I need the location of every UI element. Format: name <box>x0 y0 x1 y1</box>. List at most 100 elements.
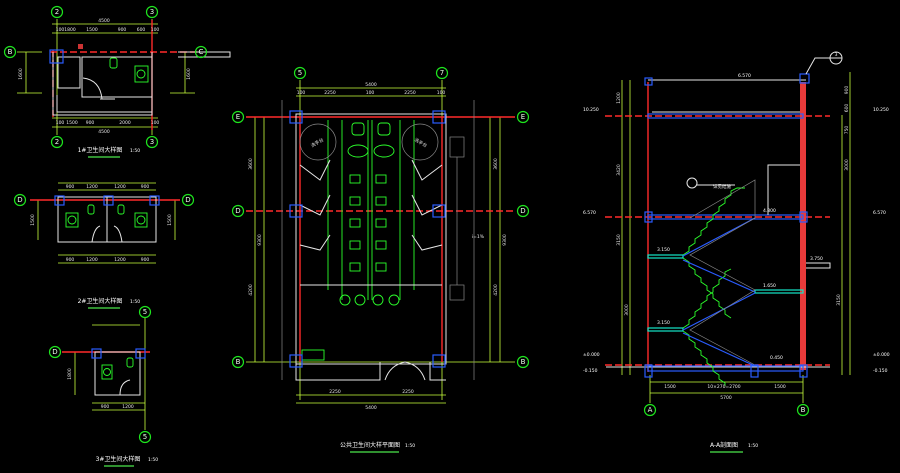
dim-text: 1800 <box>67 368 73 380</box>
plan-main: 洗手台 洗手台 i=1% 5 7 E E D D B B 5400 100 22… <box>231 66 530 453</box>
dim-text: 1200 <box>86 257 98 263</box>
dim-text: 900 <box>141 184 150 190</box>
axis-label: B <box>521 358 526 366</box>
drawing-scale: 1:50 <box>748 443 758 449</box>
dim-text: 1200 <box>122 404 134 410</box>
dim-total: 9300 <box>257 234 263 246</box>
dim-text: 1200 <box>114 184 126 190</box>
axis-label: E <box>521 113 525 121</box>
dim-text: 4200 <box>248 284 254 296</box>
plan-3: 5 5 D 900 1200 1800 3#卫生间大样图 1:50 <box>48 305 158 467</box>
dim-text: 1600 <box>18 68 24 80</box>
drawing-title: 1#卫生间大样图 <box>78 146 123 154</box>
axis-label: 5 <box>298 69 302 77</box>
stair-flights <box>682 179 756 386</box>
dim-text: 2000 <box>119 120 131 126</box>
axis-label: 7 <box>440 69 444 77</box>
elevation-mark: 6.570 <box>583 210 596 216</box>
elevation-mark: ±0.000 <box>873 352 890 358</box>
drawing-title: A-A剖面图 <box>710 441 738 449</box>
elevation-mark: ±0.000 <box>583 352 600 358</box>
elevation-mark: 1.650 <box>763 283 776 289</box>
dim-text: 1800 <box>64 27 76 33</box>
axis-label: D <box>520 207 525 215</box>
dim-text: 900 <box>141 257 150 263</box>
dim-text: 3000 <box>624 304 630 316</box>
dim-text: 900 <box>118 27 127 33</box>
plan-1: 2 3 2 3 B C 4500 100 1800 1500 900 600 1… <box>3 5 231 158</box>
axis-label: D <box>235 207 240 215</box>
dim-text: 3600 <box>248 158 254 170</box>
drawing-scale: 1:50 <box>130 299 140 305</box>
dim-text: 4200 <box>493 284 499 296</box>
elevation-mark: -0.150 <box>873 368 888 374</box>
elevation-mark: 6.570 <box>738 73 751 79</box>
fixture-label: 洗手台 <box>413 136 429 149</box>
axis-label: C <box>199 48 204 56</box>
elevation-mark: 10.250 <box>583 107 599 113</box>
dim-text: 2250 <box>404 90 416 96</box>
dim-text: 1600 <box>186 68 192 80</box>
axis-label: 5 <box>143 308 147 316</box>
elevation-mark: 3.150 <box>657 320 670 326</box>
toilet-fixtures <box>301 122 400 361</box>
axis-label: 2 <box>55 8 59 16</box>
dim-text: 750 <box>844 126 850 135</box>
dim-text: 900 <box>66 257 75 263</box>
dim-text: 3150 <box>616 234 622 246</box>
axis-label: B <box>236 358 241 366</box>
elevation-mark: 10.250 <box>873 107 889 113</box>
dim-text: 1500 <box>774 384 786 390</box>
elevation-mark: 6.570 <box>873 210 886 216</box>
dim-text: 3600 <box>493 158 499 170</box>
dim-total: 5400 <box>365 405 377 411</box>
axis-label: 3 <box>150 138 154 146</box>
drawing-title: 3#卫生间大样图 <box>96 455 141 463</box>
dim-text: 1200 <box>114 257 126 263</box>
axis-label: D <box>52 348 57 356</box>
drawing-scale: 1:50 <box>405 443 415 449</box>
dim-text: 900 <box>66 184 75 190</box>
axis-label: A <box>648 406 653 414</box>
axis-label: D <box>185 196 190 204</box>
dim-text: 2250 <box>324 90 336 96</box>
dim-text: 2250 <box>329 389 341 395</box>
axis-label: E <box>236 113 240 121</box>
axis-bubbles: 2 3 2 3 B C <box>3 5 208 149</box>
elevation-mark: 4.800 <box>763 208 776 214</box>
axis-label: 2 <box>55 138 59 146</box>
slope-note: i=1% <box>472 234 485 240</box>
axis-label: D <box>17 196 22 204</box>
elevation-mark: 3.750 <box>810 256 823 262</box>
dim-total: 4500 <box>98 18 110 24</box>
dim-text: 100 <box>151 27 160 33</box>
dim-text: 100 <box>297 90 306 96</box>
dim-text: 1500 <box>86 27 98 33</box>
dim-text: 1200 <box>616 92 622 104</box>
dim-text: 10×270=2700 <box>707 384 740 390</box>
dim-text: 900 <box>86 120 95 126</box>
dim-text: 100 <box>151 120 160 126</box>
drawing-title: 2#卫生间大样图 <box>78 297 123 305</box>
dim-text: 1500 <box>30 214 36 226</box>
dim-text: 2250 <box>402 389 414 395</box>
elevation-mark: 0.450 <box>770 355 783 361</box>
fixture-label: 洗手台 <box>310 136 326 149</box>
axis-label: 5 <box>143 433 147 441</box>
axis-label: 3 <box>150 8 154 16</box>
dim-text: 3150 <box>836 294 842 306</box>
dim-total: 5700 <box>720 395 732 401</box>
dim-text: 3420 <box>616 164 622 176</box>
axis-label: B <box>8 48 13 56</box>
dim-text: 900 <box>844 86 850 95</box>
dim-total: 4500 <box>98 129 110 135</box>
elevation-mark: 3.150 <box>657 247 670 253</box>
drawing-title: 公共卫生间大样平面图 <box>340 441 400 449</box>
dim-text: 600 <box>844 104 850 113</box>
dim-text: 600 <box>137 27 146 33</box>
drawing-scale: 1:50 <box>148 457 158 463</box>
dim-text: 900 <box>101 404 110 410</box>
plan-2: D D 900 1200 1200 900 900 1200 1200 900 … <box>13 182 195 309</box>
